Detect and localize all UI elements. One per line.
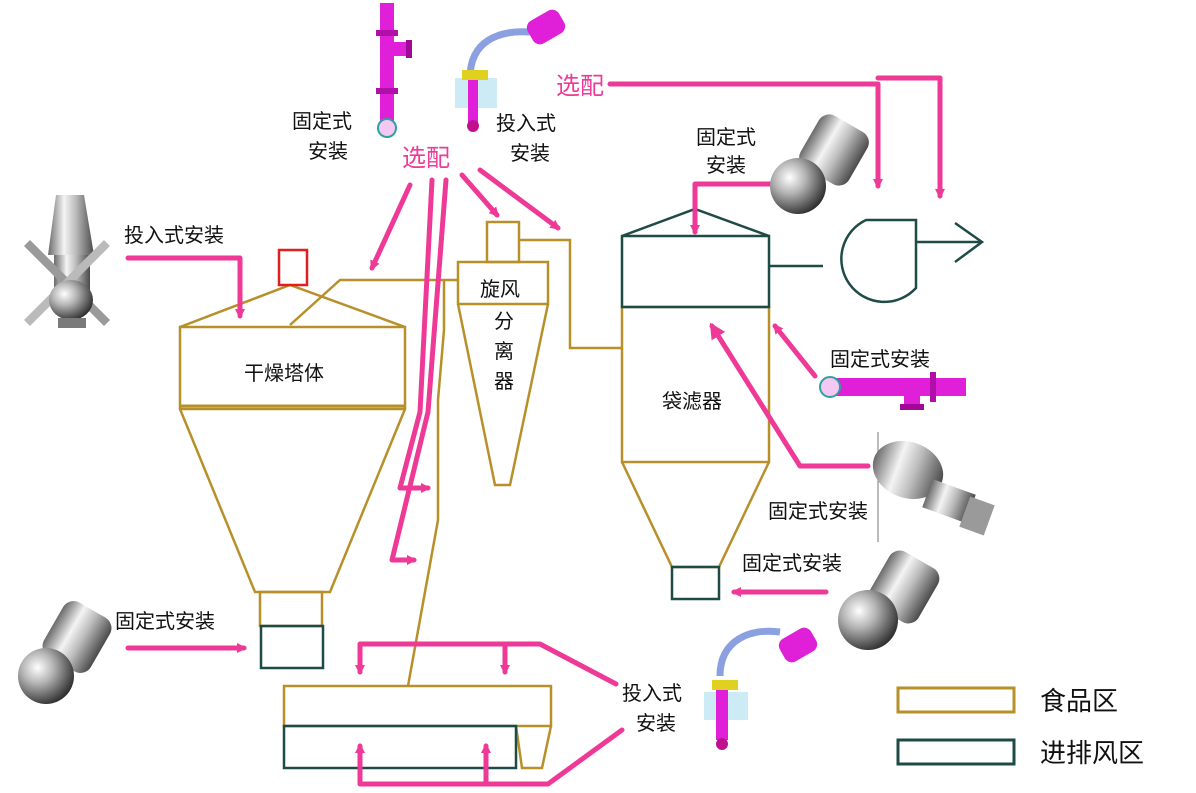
legend-food-swatch: [896, 686, 1016, 714]
tower-cone: [178, 408, 407, 594]
transfer-duct: [406, 280, 446, 687]
label-cyclone-4: 器: [494, 369, 514, 393]
label-bag-filter: 袋滤器: [662, 389, 722, 413]
air-zone-lines: [259, 207, 985, 770]
label-drying-tower: 干燥塔体: [244, 361, 324, 385]
arrow-right-2: [709, 322, 871, 469]
label-optional-right: 选配: [556, 72, 604, 100]
label-fixed-left-bottom: 固定式安装: [115, 609, 215, 633]
arrow-optional-right-a: [607, 81, 883, 189]
tower-duct: [289, 278, 458, 326]
bagfilter-top-chamber: [620, 234, 771, 309]
arrow-to-cyclone-duct: [477, 167, 561, 231]
tower-outlet-food: [258, 590, 324, 628]
cyclone-duct: [519, 238, 622, 350]
tower-roof: [179, 283, 406, 329]
arrow-to-cyclone: [459, 172, 500, 218]
fluidbed-discharge: [514, 725, 553, 770]
bagfilter-outlet: [670, 565, 721, 601]
cyclone-cone: [456, 303, 550, 487]
food-zone-lines: [178, 220, 771, 770]
text-labels: 固定式 安装 投入式 安装 选配 选配 投入式安装 固定式 安装 固定式安装 固…: [115, 72, 930, 735]
sight-ball-device-left-icon: [18, 601, 112, 704]
arrow-optional-right-b: [875, 75, 945, 199]
label-optional-top: 选配: [402, 144, 450, 172]
label-insert-top-1: 投入式: [496, 111, 556, 135]
arrow-to-duct: [369, 182, 413, 271]
label-cyclone-2: 分: [494, 309, 514, 333]
arrow-insert-left: [125, 255, 245, 319]
label-insert-left: 投入式安装: [124, 223, 224, 247]
arrow-right-1: [772, 323, 818, 379]
label-cyclone-3: 离: [494, 339, 514, 363]
insert-probe-bottom-icon: [704, 627, 818, 750]
label-insert-top-2: 安装: [510, 141, 550, 165]
label-insert-bottom-2: 安装: [636, 711, 676, 735]
arrow-down-2: [389, 177, 449, 565]
arrow-fluidbed-top: [355, 641, 619, 687]
arrow-fluidbed-bottom: [355, 727, 625, 787]
label-cyclone-1: 旋风: [480, 277, 520, 301]
label-fixed-right-2: 固定式安装: [768, 499, 868, 523]
label-fixed-top-2: 安装: [308, 139, 348, 163]
label-fixed-right-3: 固定式安装: [742, 551, 842, 575]
sight-ball-device-right-bottom-icon: [838, 550, 940, 650]
cyclone-body: [456, 260, 550, 306]
arrows: [125, 75, 945, 787]
arrow-down-1: [397, 177, 435, 493]
label-fixed-right-1: 固定式安装: [830, 347, 930, 371]
legend-air-label: 进排风区: [1040, 739, 1144, 769]
rotary-spray-device-icon: [872, 440, 995, 536]
fixed-probe-vertical-icon: [376, 3, 412, 138]
tank-cleaning-nozzle-icon: [24, 195, 110, 328]
label-bagfilter-top-1: 固定式: [696, 125, 756, 149]
fluidbed-body: [282, 684, 553, 728]
insert-probe-top-icon: [455, 9, 566, 132]
tower-top-sensor-box: [277, 248, 309, 287]
fixed-probe-horizontal-icon: [819, 372, 966, 410]
legend-air-swatch: [896, 738, 1016, 766]
sight-ball-device-bagfilter-top-icon: [770, 114, 869, 214]
cyclone-inlet: [485, 220, 521, 264]
label-bagfilter-top-2: 安装: [706, 153, 746, 177]
legend-food-label: 食品区: [1040, 687, 1118, 717]
label-insert-bottom-1: 投入式: [622, 681, 682, 705]
fluidbed-air-chamber: [282, 724, 518, 770]
tower-body: [178, 325, 407, 411]
tower-outlet-air: [259, 624, 325, 670]
label-fixed-top-1: 固定式: [292, 109, 352, 133]
exhaust-fan: [840, 218, 918, 304]
arrow-bagfilter-top: [690, 181, 775, 235]
legend: 食品区 进排风区: [896, 686, 1144, 769]
